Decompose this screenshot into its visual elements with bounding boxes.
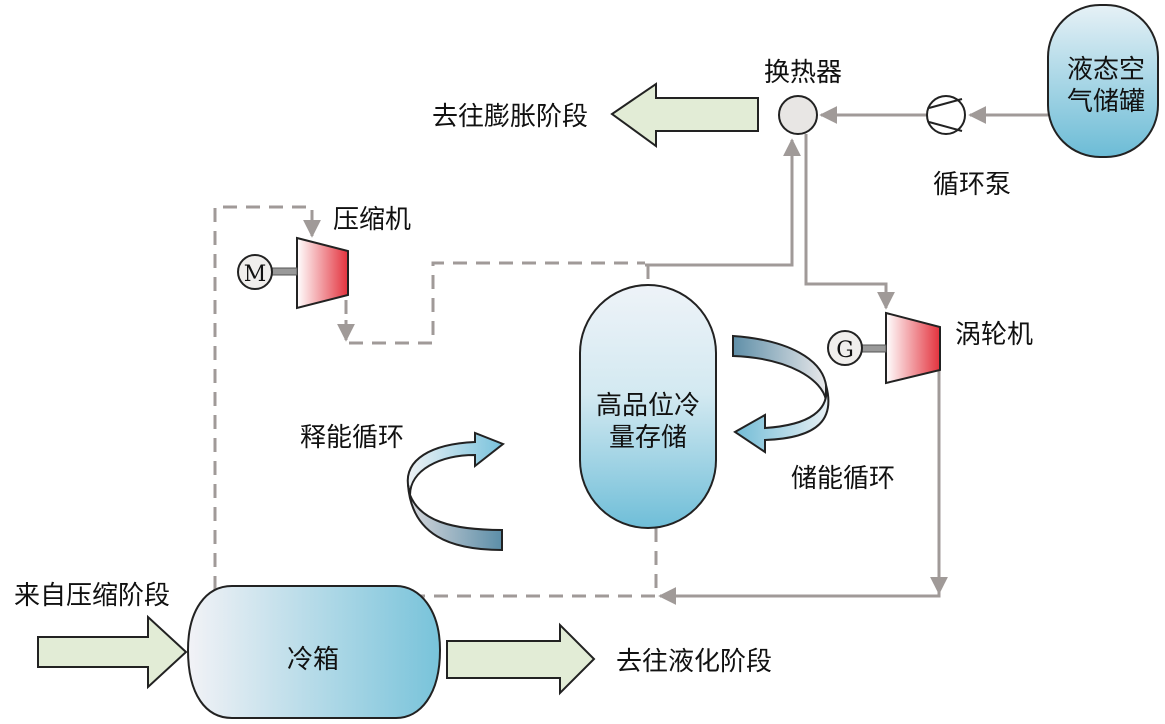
- charge-cycle-arrow: 储能循环: [732, 334, 895, 494]
- compressor: 压缩机: [271, 205, 411, 310]
- flow-arrow-to-expansion: 去往膨胀阶段: [432, 82, 759, 148]
- tank-label-line1: 液态空: [1067, 55, 1145, 85]
- turbine: 涡轮机: [861, 311, 1033, 385]
- discharge-cycle-label: 释能循环: [300, 423, 404, 453]
- discharge-cycle-arrow: 释能循环: [300, 423, 505, 552]
- flow-arrow-to-liquefaction: 去往液化阶段: [446, 622, 772, 696]
- pipe-into-heat-exchanger-bottom: [645, 138, 801, 267]
- cold-storage-label-line1: 高品位冷: [596, 391, 700, 421]
- compressor-label: 压缩机: [333, 205, 411, 235]
- dashed-pipes: [213, 205, 658, 598]
- circulation-pump: 循环泵: [926, 95, 1011, 200]
- pipe-heat-exchanger-to-turbine: [804, 134, 895, 310]
- heat-exchanger-label: 换热器: [764, 58, 842, 88]
- liquid-air-tank: 液态空 气储罐: [1047, 4, 1159, 158]
- cold-box-label: 冷箱: [287, 645, 339, 675]
- pipe-turbine-to-coldbox: [658, 350, 941, 605]
- motor: M: [237, 254, 273, 290]
- turbine-label: 涡轮机: [955, 320, 1033, 350]
- to-expansion-label: 去往膨胀阶段: [432, 102, 588, 132]
- cold-box: 冷箱: [186, 585, 442, 719]
- tank-label-line2: 气储罐: [1067, 87, 1145, 117]
- dashed-coldbox-to-compressor-inlet: [213, 205, 321, 590]
- flow-arrow-from-compression: 来自压缩阶段: [14, 581, 188, 690]
- cold-storage-tank: 高品位冷 量存储: [579, 284, 717, 529]
- cold-storage-label-line2: 量存储: [609, 423, 687, 453]
- pump-label: 循环泵: [933, 170, 1011, 200]
- to-liquefaction-label: 去往液化阶段: [616, 647, 772, 677]
- motor-symbol: M: [244, 262, 267, 287]
- generator-symbol: G: [836, 338, 854, 363]
- heat-exchanger: 换热器: [764, 58, 842, 135]
- from-compression-label: 来自压缩阶段: [14, 581, 170, 611]
- generator: G: [827, 330, 863, 366]
- charge-cycle-label: 储能循环: [791, 464, 895, 494]
